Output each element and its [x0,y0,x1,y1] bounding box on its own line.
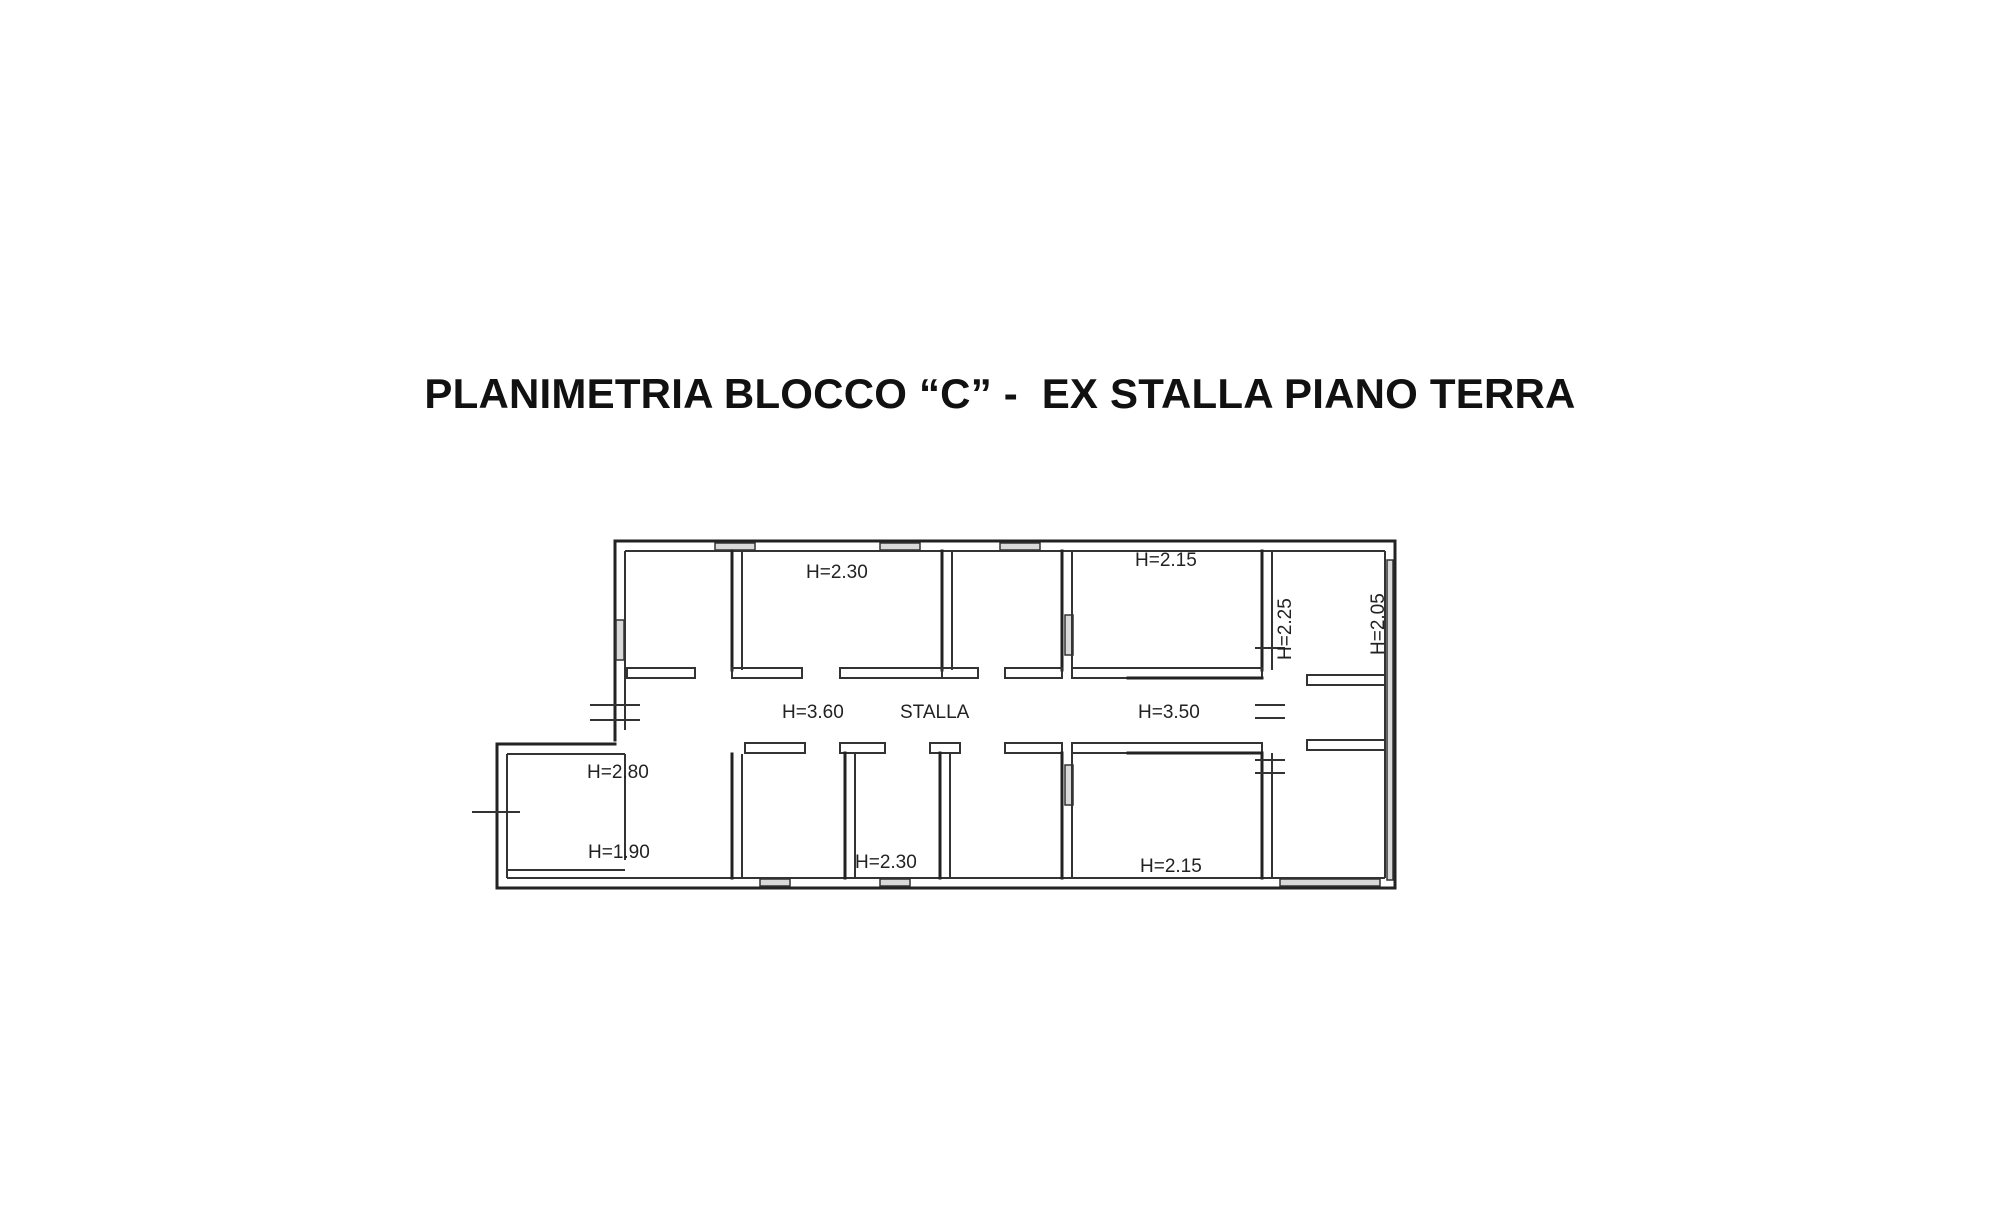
height-label-corridor-left: H=3.60 [782,702,844,723]
right-strip-walls [1306,674,1386,751]
page-title: PLANIMETRIA BLOCCO “C” - EX STALLA PIANO… [424,370,1576,417]
height-label-top-right: H=2.15 [1135,550,1197,571]
windows [615,542,1394,887]
height-label-vertical-a: H=2.25 [1275,598,1296,660]
outer-walls [495,539,1397,890]
door-marks [472,647,1285,813]
interior-walls-upper [626,549,1273,680]
height-label-corridor-right: H=3.50 [1138,702,1200,723]
height-label-top-center: H=2.30 [806,562,868,583]
room-label-stalla: STALLA [900,702,970,723]
height-label-bottom-left-upper: H=2.80 [587,762,649,783]
height-label-bottom-left-lower: H=1.90 [588,842,650,863]
height-label-bottom-right: H=2.15 [1140,856,1202,877]
height-label-bottom-center: H=2.30 [855,852,917,873]
height-label-vertical-b: H=2.05 [1368,593,1389,655]
